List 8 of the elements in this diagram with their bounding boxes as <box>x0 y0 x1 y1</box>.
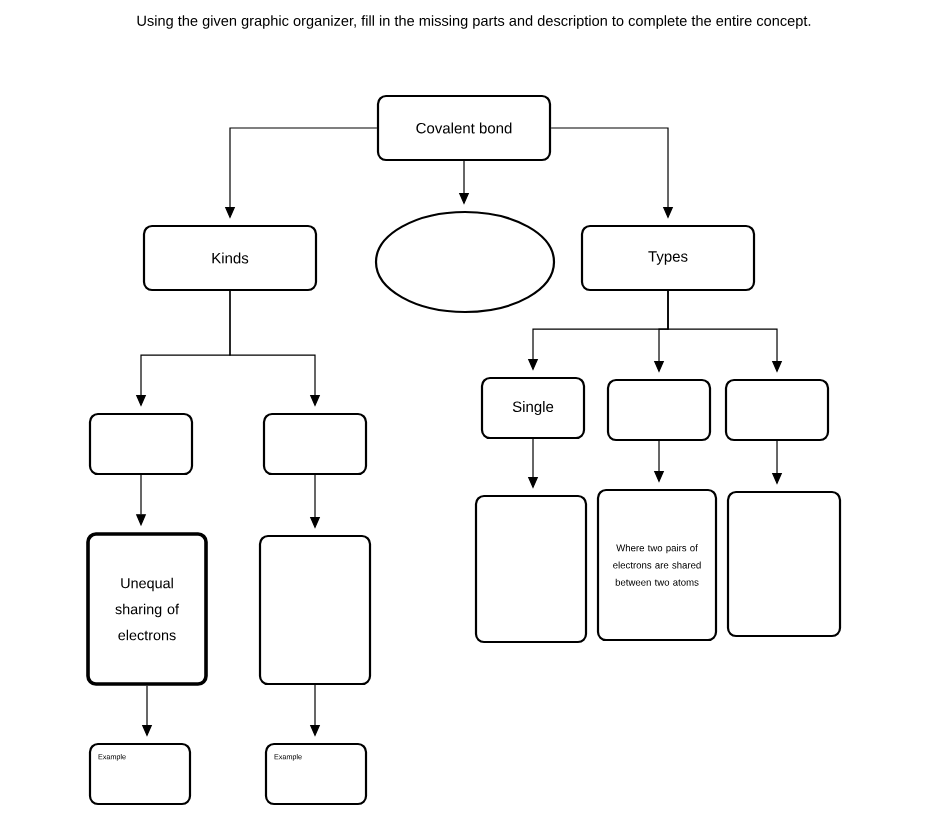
blank-box <box>726 490 842 638</box>
blank-box <box>88 412 194 476</box>
blank-box <box>724 378 830 442</box>
blank-box <box>262 412 368 476</box>
blank-box <box>606 378 712 442</box>
blank-ellipse <box>374 210 556 314</box>
blank-box <box>258 534 372 686</box>
blank-box <box>474 494 588 644</box>
